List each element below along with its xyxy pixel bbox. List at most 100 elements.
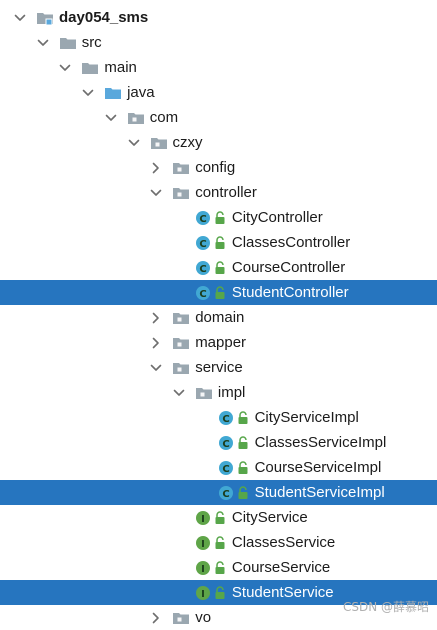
svg-text:C: C [199, 264, 206, 275]
tree-item-config[interactable]: config [0, 155, 437, 180]
svg-text:C: C [222, 489, 229, 500]
chevron-down-icon[interactable] [14, 12, 26, 24]
package-icon [172, 610, 190, 626]
tree-item-label: mapper [195, 334, 247, 351]
tree-item-service[interactable]: service [0, 355, 437, 380]
lock-icon [214, 585, 226, 600]
chevron-down-icon[interactable] [105, 112, 117, 124]
chevron-down-icon[interactable] [59, 62, 71, 74]
package-icon [150, 135, 168, 151]
interface-icon: I [195, 585, 213, 601]
tree-item-label: StudentServiceImpl [254, 484, 385, 501]
svg-text:C: C [222, 464, 229, 475]
interface-icon: I [195, 535, 213, 551]
tree-item-studentcontroller[interactable]: C StudentController [0, 280, 437, 305]
svg-text:I: I [201, 564, 205, 575]
tree-item-cityserviceimpl[interactable]: C CityServiceImpl [0, 405, 437, 430]
class-icon: C [195, 235, 213, 251]
tree-item-label: CityController [231, 209, 323, 226]
svg-text:I: I [201, 539, 205, 550]
tree-item-classescontroller[interactable]: C ClassesController [0, 230, 437, 255]
tree-item-com[interactable]: com [0, 105, 437, 130]
lock-icon [214, 560, 226, 575]
chevron-down-icon[interactable] [173, 387, 185, 399]
svg-text:C: C [222, 414, 229, 425]
tree-item-label: ClassesService [231, 534, 336, 551]
tree-item-src[interactable]: src [0, 30, 437, 55]
tree-item-cityservice[interactable]: I CityService [0, 505, 437, 530]
svg-text:I: I [201, 514, 205, 525]
lock-icon [237, 485, 249, 500]
tree-item-impl[interactable]: impl [0, 380, 437, 405]
module-folder-icon [36, 10, 54, 26]
tree-item-courseservice[interactable]: I CourseService [0, 555, 437, 580]
svg-text:C: C [222, 439, 229, 450]
class-icon: C [218, 410, 236, 426]
tree-item-label: StudentService [231, 584, 334, 601]
tree-item-day054-sms[interactable]: day054_sms [0, 5, 437, 30]
interface-icon: I [195, 560, 213, 576]
class-icon: C [195, 260, 213, 276]
tree-item-label: config [195, 159, 236, 176]
tree-item-controller[interactable]: controller [0, 180, 437, 205]
tree-item-mapper[interactable]: mapper [0, 330, 437, 355]
tree-item-courseserviceimpl[interactable]: C CourseServiceImpl [0, 455, 437, 480]
interface-icon: I [195, 510, 213, 526]
tree-item-label: ClassesServiceImpl [254, 434, 387, 451]
tree-item-label: src [81, 34, 102, 51]
chevron-right-icon[interactable] [150, 312, 162, 324]
class-icon: C [218, 460, 236, 476]
tree-item-label: main [104, 59, 137, 76]
class-icon: C [195, 285, 213, 301]
tree-item-classesserviceimpl[interactable]: C ClassesServiceImpl [0, 430, 437, 455]
chevron-down-icon[interactable] [150, 362, 162, 374]
project-tree: day054_sms src main java com czxy config… [0, 5, 437, 630]
chevron-right-icon[interactable] [150, 162, 162, 174]
tree-item-label: CityService [231, 509, 308, 526]
svg-text:C: C [199, 214, 206, 225]
tree-item-label: com [149, 109, 179, 126]
lock-icon [214, 535, 226, 550]
tree-item-label: day054_sms [59, 9, 149, 26]
lock-icon [214, 285, 226, 300]
chevron-down-icon[interactable] [128, 137, 140, 149]
tree-item-label: CourseController [231, 259, 346, 276]
tree-item-czxy[interactable]: czxy [0, 130, 437, 155]
chevron-down-icon[interactable] [82, 87, 94, 99]
class-icon: C [195, 210, 213, 226]
package-icon [195, 385, 213, 401]
package-icon [127, 110, 145, 126]
tree-item-classesservice[interactable]: I ClassesService [0, 530, 437, 555]
tree-item-coursecontroller[interactable]: C CourseController [0, 255, 437, 280]
lock-icon [214, 260, 226, 275]
chevron-down-icon[interactable] [150, 187, 162, 199]
svg-text:I: I [201, 589, 205, 600]
tree-item-label: controller [195, 184, 257, 201]
tree-item-label: CourseService [231, 559, 331, 576]
tree-item-java[interactable]: java [0, 80, 437, 105]
folder-icon [81, 60, 99, 76]
tree-item-studentservice[interactable]: I StudentService [0, 580, 437, 605]
tree-item-label: CourseServiceImpl [254, 459, 382, 476]
lock-icon [214, 210, 226, 225]
tree-item-vo[interactable]: vo [0, 605, 437, 630]
source-folder-icon [104, 85, 122, 101]
lock-icon [237, 460, 249, 475]
watermark: CSDN @薛慕昭 [342, 600, 429, 614]
folder-icon [59, 35, 77, 51]
tree-item-main[interactable]: main [0, 55, 437, 80]
tree-item-domain[interactable]: domain [0, 305, 437, 330]
chevron-right-icon[interactable] [150, 337, 162, 349]
tree-item-studentserviceimpl[interactable]: C StudentServiceImpl [0, 480, 437, 505]
svg-text:C: C [199, 239, 206, 250]
package-icon [172, 335, 190, 351]
lock-icon [214, 235, 226, 250]
tree-item-label: StudentController [231, 284, 349, 301]
tree-item-label: czxy [172, 134, 203, 151]
tree-item-label: CityServiceImpl [254, 409, 359, 426]
lock-icon [237, 435, 249, 450]
chevron-right-icon[interactable] [150, 612, 162, 624]
package-icon [172, 360, 190, 376]
tree-item-citycontroller[interactable]: C CityController [0, 205, 437, 230]
chevron-down-icon[interactable] [37, 37, 49, 49]
